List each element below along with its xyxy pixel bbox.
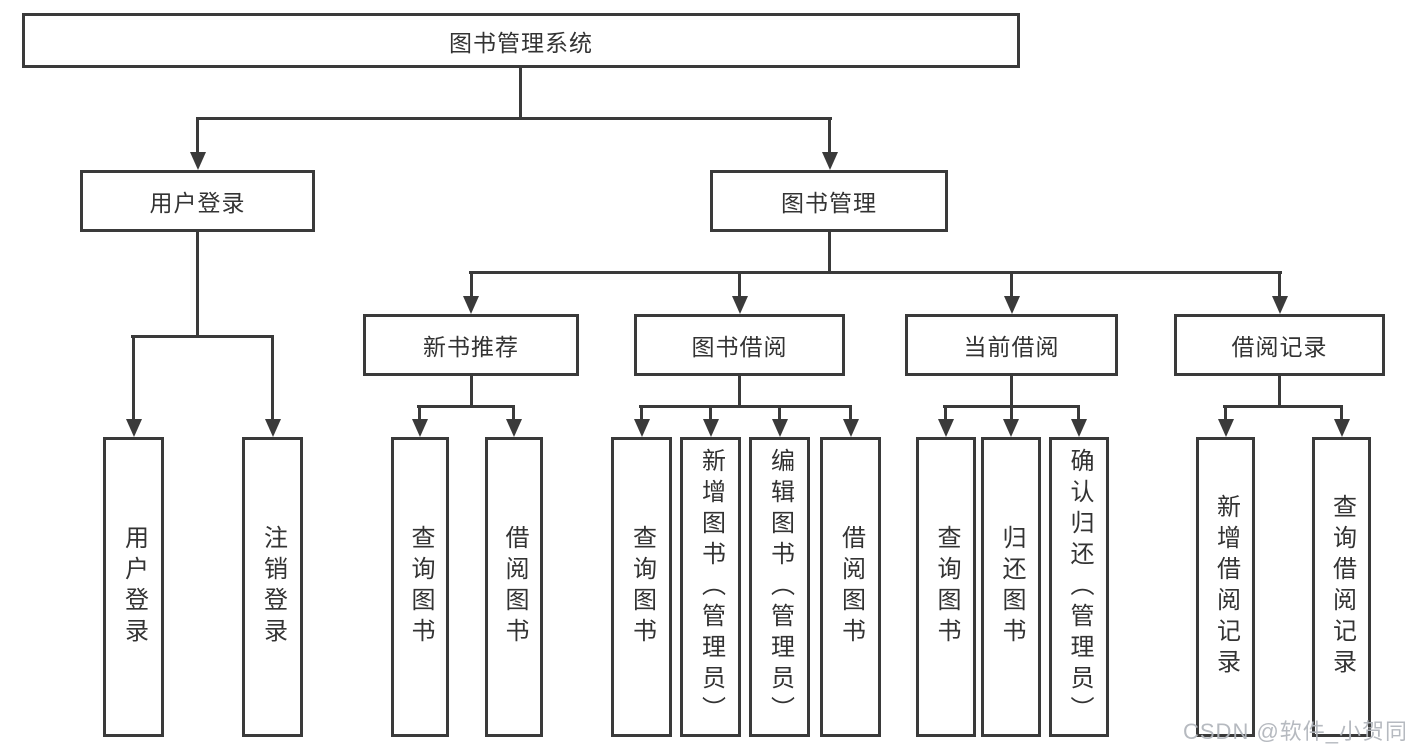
- connector-vertical: [470, 374, 473, 408]
- connector-stub: [738, 271, 741, 298]
- connector-stub: [1010, 271, 1013, 298]
- arrowhead-icon: [1334, 419, 1350, 437]
- leaf-label: 编辑图书（管理员）: [766, 447, 794, 727]
- leaf-query-book-recommend: 查询图书: [391, 437, 449, 737]
- node-user-login: 用户登录: [80, 170, 315, 232]
- leaf-label: 新增借阅记录: [1212, 494, 1240, 680]
- arrowhead-icon: [703, 419, 719, 437]
- leaf-confirm-return-admin: 确认归还（管理员）: [1049, 437, 1109, 737]
- connector-stub: [1010, 405, 1013, 421]
- arrowhead-icon: [1003, 419, 1019, 437]
- leaf-label: 用户登录: [120, 525, 148, 649]
- connector-stub: [778, 405, 781, 421]
- connector-vertical: [828, 230, 831, 274]
- leaf-add-borrow-record: 新增借阅记录: [1196, 437, 1255, 737]
- connector-stub: [1224, 405, 1227, 421]
- arrowhead-icon: [1272, 296, 1288, 314]
- leaf-return-book: 归还图书: [981, 437, 1041, 737]
- arrowhead-icon: [1218, 419, 1234, 437]
- connector-root-horizontal: [196, 117, 832, 120]
- leaf-label: 查询借阅记录: [1328, 494, 1356, 680]
- arrowhead-icon: [772, 419, 788, 437]
- leaf-label: 确认归还（管理员）: [1066, 447, 1093, 727]
- connector-stub: [271, 335, 274, 421]
- leaf-edit-book-admin: 编辑图书（管理员）: [749, 437, 810, 737]
- connector-stub: [828, 117, 831, 154]
- node-borrow-records: 借阅记录: [1174, 314, 1385, 376]
- leaf-add-book-admin: 新增图书（管理员）: [680, 437, 741, 737]
- arrowhead-icon: [412, 419, 428, 437]
- connector-stub: [849, 405, 852, 421]
- connector-stub: [1077, 405, 1080, 421]
- connector-stub: [132, 335, 135, 421]
- arrowhead-icon: [938, 419, 954, 437]
- leaf-query-book-borrowing: 查询图书: [611, 437, 672, 737]
- leaf-label: 归还图书: [998, 525, 1025, 649]
- arrowhead-icon: [506, 419, 522, 437]
- connector-stub: [196, 117, 199, 154]
- connector-horizontal: [469, 271, 1282, 274]
- node-book-borrowing-label: 图书借阅: [691, 334, 788, 360]
- node-current-borrowing-label: 当前借阅: [963, 334, 1060, 360]
- connector-vertical: [1278, 374, 1281, 408]
- connector-horizontal: [639, 405, 852, 408]
- node-new-book-recommend-label: 新书推荐: [423, 334, 519, 360]
- connector-stub: [1278, 271, 1281, 298]
- leaf-label: 查询图书: [628, 525, 656, 649]
- node-book-management-label: 图书管理: [781, 190, 877, 216]
- leaf-logout: 注销登录: [242, 437, 303, 737]
- leaf-label: 借阅图书: [837, 525, 865, 649]
- node-new-book-recommend: 新书推荐: [363, 314, 579, 376]
- arrowhead-icon: [463, 296, 479, 314]
- csdn-watermark: CSDN @软件_小贺同学: [1183, 719, 1405, 744]
- node-book-management: 图书管理: [710, 170, 948, 232]
- leaf-query-book-current: 查询图书: [916, 437, 976, 737]
- connector-stub: [418, 405, 421, 421]
- leaf-label: 查询图书: [407, 525, 434, 649]
- node-book-borrowing: 图书借阅: [634, 314, 845, 376]
- leaf-label: 新增图书（管理员）: [697, 447, 725, 727]
- node-root-label: 图书管理系统: [449, 29, 593, 56]
- connector-stub: [470, 271, 473, 298]
- leaf-borrow-book: 借阅图书: [820, 437, 881, 737]
- arrowhead-icon: [732, 296, 748, 314]
- connector-stub: [640, 405, 643, 421]
- arrowhead-icon: [265, 419, 281, 437]
- leaf-label: 查询图书: [933, 525, 960, 649]
- arrowhead-icon: [1071, 419, 1087, 437]
- connector-root-vertical: [519, 66, 522, 120]
- connector-horizontal: [1223, 405, 1343, 408]
- connector-horizontal: [417, 405, 515, 408]
- node-borrow-records-label: 借阅记录: [1231, 334, 1328, 360]
- leaf-query-borrow-record: 查询借阅记录: [1312, 437, 1371, 737]
- connector-stub: [1340, 405, 1343, 421]
- connector-vertical: [1010, 374, 1013, 408]
- connector-stub: [944, 405, 947, 421]
- node-user-login-label: 用户登录: [149, 190, 246, 216]
- connector-stub: [709, 405, 712, 421]
- leaf-user-login: 用户登录: [103, 437, 164, 737]
- arrowhead-icon: [190, 152, 206, 170]
- leaf-borrow-book-recommend: 借阅图书: [485, 437, 543, 737]
- node-current-borrowing: 当前借阅: [905, 314, 1118, 376]
- arrowhead-icon: [634, 419, 650, 437]
- connector-vertical: [196, 230, 199, 338]
- leaf-label: 注销登录: [259, 525, 287, 649]
- connector-stub: [512, 405, 515, 421]
- leaf-label: 借阅图书: [501, 525, 528, 649]
- connector-vertical: [738, 374, 741, 408]
- node-root: 图书管理系统: [22, 13, 1020, 68]
- connector-horizontal: [131, 335, 274, 338]
- arrowhead-icon: [822, 152, 838, 170]
- arrowhead-icon: [843, 419, 859, 437]
- arrowhead-icon: [1004, 296, 1020, 314]
- arrowhead-icon: [126, 419, 142, 437]
